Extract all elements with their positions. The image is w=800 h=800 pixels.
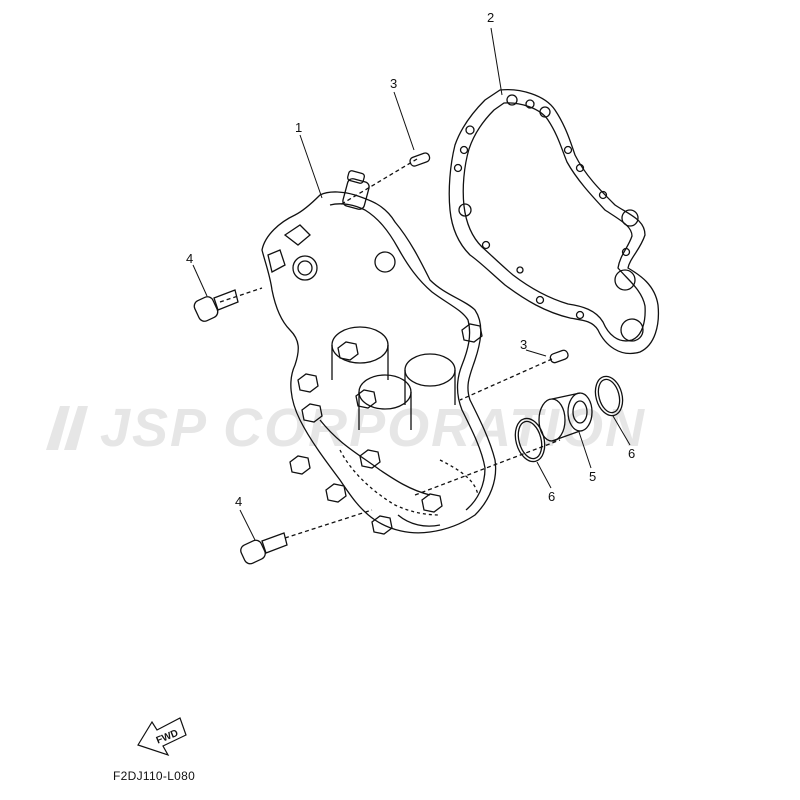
- callout-3-lower: 3: [520, 337, 528, 352]
- fwd-arrow-icon: FWD: [137, 717, 187, 757]
- dowel-pin-lower: [459, 349, 569, 401]
- o-ring-left: [514, 417, 546, 463]
- callout-6-right: 6: [628, 446, 636, 461]
- cover-bolt-heads: [289, 323, 483, 535]
- callout-5: 5: [589, 469, 597, 484]
- leader-lines: [192, 27, 631, 541]
- callout-1: 1: [295, 120, 303, 135]
- callout-4-upper: 4: [186, 251, 194, 266]
- o-ring-right: [594, 375, 624, 417]
- bolt-upper: [193, 287, 263, 322]
- watermark-text: JSP CORPORATION: [100, 398, 647, 458]
- bolt-lower: [240, 439, 561, 565]
- watermark: JSP CORPORATION: [40, 398, 780, 458]
- dowel-pin-upper: [339, 152, 431, 206]
- cover-body: [261, 170, 497, 535]
- callout-3-upper: 3: [390, 76, 398, 91]
- gasket: [448, 89, 660, 355]
- collar: [538, 392, 593, 442]
- callout-4-lower: 4: [235, 494, 243, 509]
- callout-2: 2: [487, 10, 495, 25]
- drawing-code: F2DJ110-L080: [113, 769, 196, 783]
- callout-6-left: 6: [548, 489, 556, 504]
